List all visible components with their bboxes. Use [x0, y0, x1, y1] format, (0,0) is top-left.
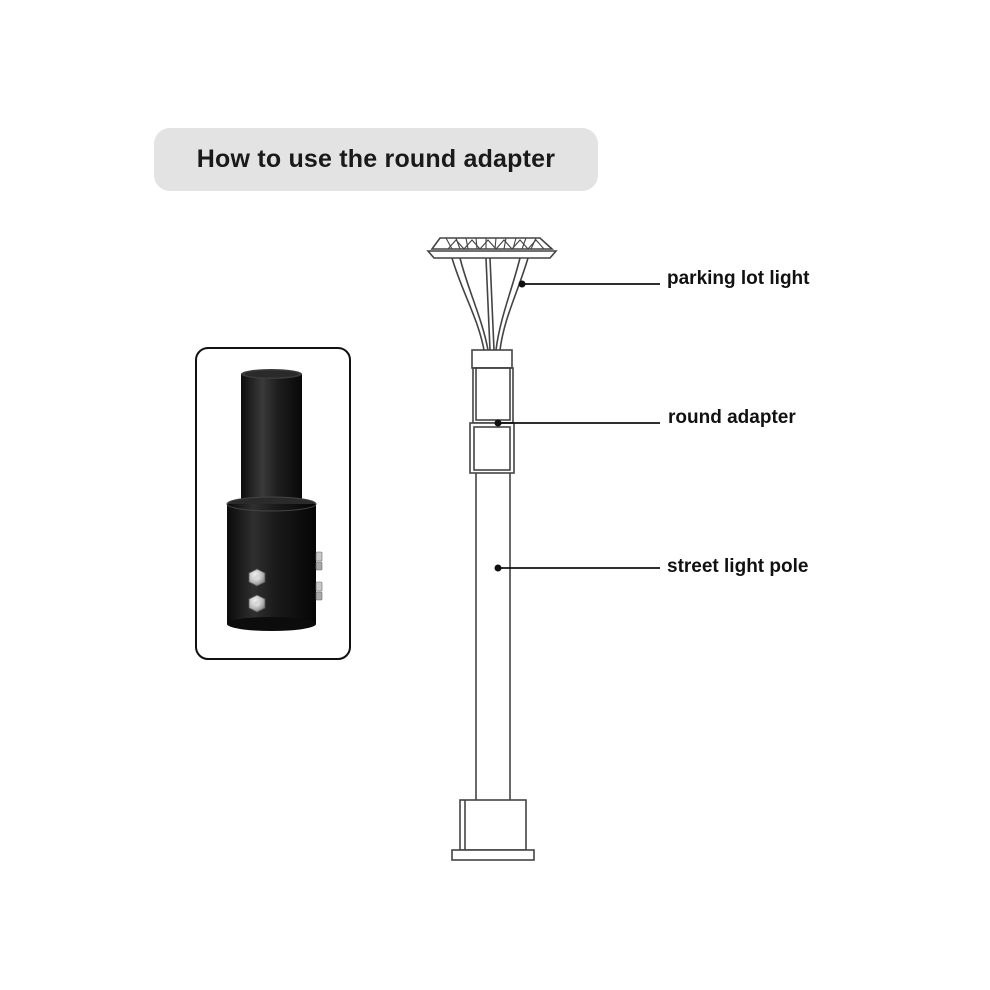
label-street-light-pole: street light pole — [667, 556, 809, 577]
label-parking-lot-light: parking lot light — [667, 268, 810, 289]
round-adapter-photo-icon — [226, 369, 323, 631]
title-banner: How to use the round adapter — [154, 128, 598, 191]
page-title: How to use the round adapter — [196, 145, 556, 173]
adapter-photo-frame — [195, 347, 351, 660]
label-round-adapter: round adapter — [668, 407, 796, 428]
